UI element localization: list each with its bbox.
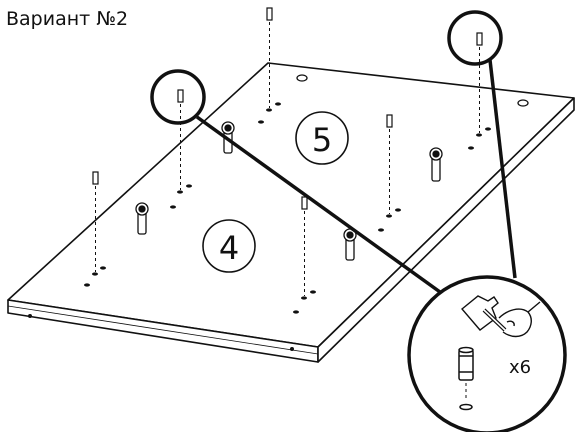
svg-text:4: 4 bbox=[219, 229, 239, 267]
quantity-label: x6 bbox=[509, 357, 531, 378]
dowel-group-3 bbox=[258, 7, 281, 124]
dowel-icon bbox=[458, 346, 474, 411]
magnifier-circle-icon: x6 bbox=[407, 275, 567, 435]
hand-icon bbox=[498, 301, 541, 338]
dowel-group-4 bbox=[293, 196, 316, 314]
inserted-dowel-a bbox=[135, 202, 149, 235]
variant-title: Вариант №2 bbox=[6, 8, 129, 30]
inserted-dowel-c bbox=[343, 228, 357, 261]
highlight-circle-left bbox=[150, 69, 206, 125]
svg-text:5: 5 bbox=[312, 121, 332, 159]
dowel-group-2 bbox=[170, 89, 192, 209]
inserted-dowel-d bbox=[429, 147, 443, 182]
board-right-edge bbox=[317, 97, 575, 363]
dowel-group-6 bbox=[468, 32, 491, 150]
dowel-group-5 bbox=[378, 114, 401, 232]
dowel-group-1 bbox=[84, 171, 106, 287]
highlight-circle-right bbox=[447, 10, 503, 66]
panel-label-5: 5 bbox=[295, 111, 349, 165]
panel-label-4: 4 bbox=[202, 219, 256, 273]
hammer-icon bbox=[461, 295, 507, 332]
